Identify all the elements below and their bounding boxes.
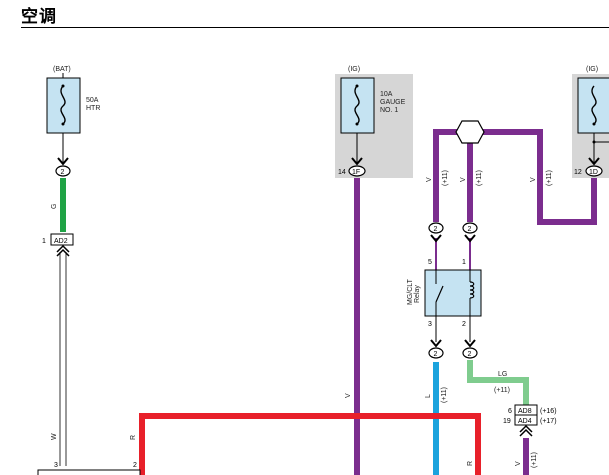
relay-pin-2: 2 [462,321,466,328]
fuse-bat-name: HTR [86,105,100,112]
relay-pin-5: 5 [428,259,432,266]
wire-label-r-right: R [467,461,474,466]
bottom-pin-3: 3 [54,462,58,469]
bottom-pin-2: 2 [133,462,137,469]
fuse-gauge-dot-bottom [355,122,359,126]
wire-r [139,413,481,475]
fuse-bat-dot-top [61,84,65,88]
title-underline [21,27,609,28]
wire-lg [467,360,529,405]
bat-pin-oval [55,165,71,177]
wire-note-right: (+11) [546,170,553,186]
relay-name-line2: Relay [414,285,421,303]
source-ig1-label: (IG) [348,66,360,73]
ad4-chevron-2 [519,428,533,437]
wire-note-v-bottom: (+11) [531,452,538,468]
bat-pin-chevron [57,157,69,166]
ad4-chevron-1 [519,424,533,433]
splice-junction [455,120,485,144]
relay-in-left-oval [428,222,444,234]
wire-label-v-gauge: V [345,393,352,398]
wire-label-r-left: R [130,435,137,440]
wire-label-w: W [51,433,58,440]
relay-in-right-pin: 2 [468,226,472,233]
ad2-pin-number: 1 [42,238,46,245]
relay-switch-blade [435,285,444,303]
fuse-bat-dot-bottom [61,122,65,126]
wire-label-v-bottom: V [515,461,522,466]
relay-in-right-oval [462,222,478,234]
connector-ad2-name: AD2 [54,238,68,245]
relay-in-right-chevron [464,234,476,243]
relay-coil [469,281,475,299]
source-bat-label: (BAT) [53,66,71,73]
wire-label-v-left: V [426,177,433,182]
fuse-gauge-dot-top [355,84,359,88]
gauge-pin-number: 14 [338,169,346,176]
connector-ad4-name: AD4 [518,418,532,425]
connector-ad4-note: (+17) [540,418,557,425]
ig2-pin-number: 12 [574,169,582,176]
fuse-gauge-rating: 10A [380,91,393,98]
fuse-gauge-number: NO. 1 [380,107,398,114]
ig2-pin-chevron [588,157,600,166]
page-title: 空调 [21,7,57,27]
gauge-pin-name: 1F [352,169,360,176]
fuse-gauge-name: GAUGE [380,99,406,106]
connector-ad2 [50,233,74,246]
gauge-pin-chevron [351,157,363,166]
ad2-chevron-2 [56,248,70,257]
connector-ad8-note: (+16) [540,408,557,415]
relay-pin-1: 1 [462,259,466,266]
fuse-gauge-symbol [354,85,360,125]
ad8-pin-number: 6 [508,408,512,415]
ig2-pin-name: 1D [589,169,598,176]
relay-out-right-chevron [464,339,476,348]
relay-in-left-chevron [430,234,442,243]
wire-v-junction-right [470,129,597,225]
relay-mg-clt [424,269,482,317]
relay-out-left-oval [428,347,444,359]
wire-note-left: (+11) [442,170,449,186]
gauge-pin-oval [348,165,366,177]
relay-out-right-oval [462,347,478,359]
relay-out-right-pin: 2 [468,351,472,358]
relay-in-left-pin: 2 [434,226,438,233]
wire-label-v-right: V [530,177,537,182]
wire-label-lg: LG [498,371,507,378]
relay-out-left-pin: 2 [434,351,438,358]
ad2-chevron-1 [56,244,70,253]
fuse-ig2-symbol [591,85,597,125]
bottom-connector [37,469,141,475]
relay-name-line1: MG/CLT [407,278,414,305]
fuse-ig2-dot [592,122,596,126]
ad4-pin-number: 19 [503,418,511,425]
wire-label-v-mid: V [460,177,467,182]
relay-pin-3: 3 [428,321,432,328]
wire-note-l: (+11) [441,387,448,403]
relay-out-left-chevron [430,339,442,348]
ig2-pin-oval [585,165,603,177]
wire-label-g: G [51,204,58,209]
wire-note-mid: (+11) [476,170,483,186]
wire-note-lg: (+11) [494,387,510,394]
source-ig2-label: (IG) [586,66,598,73]
wire-label-l: L [425,394,432,398]
bat-pin-number: 2 [61,169,65,176]
connector-ad8-name: AD8 [518,408,532,415]
fuse-bat-rating: 50A [86,97,99,104]
fuse-bat-symbol [60,85,66,125]
